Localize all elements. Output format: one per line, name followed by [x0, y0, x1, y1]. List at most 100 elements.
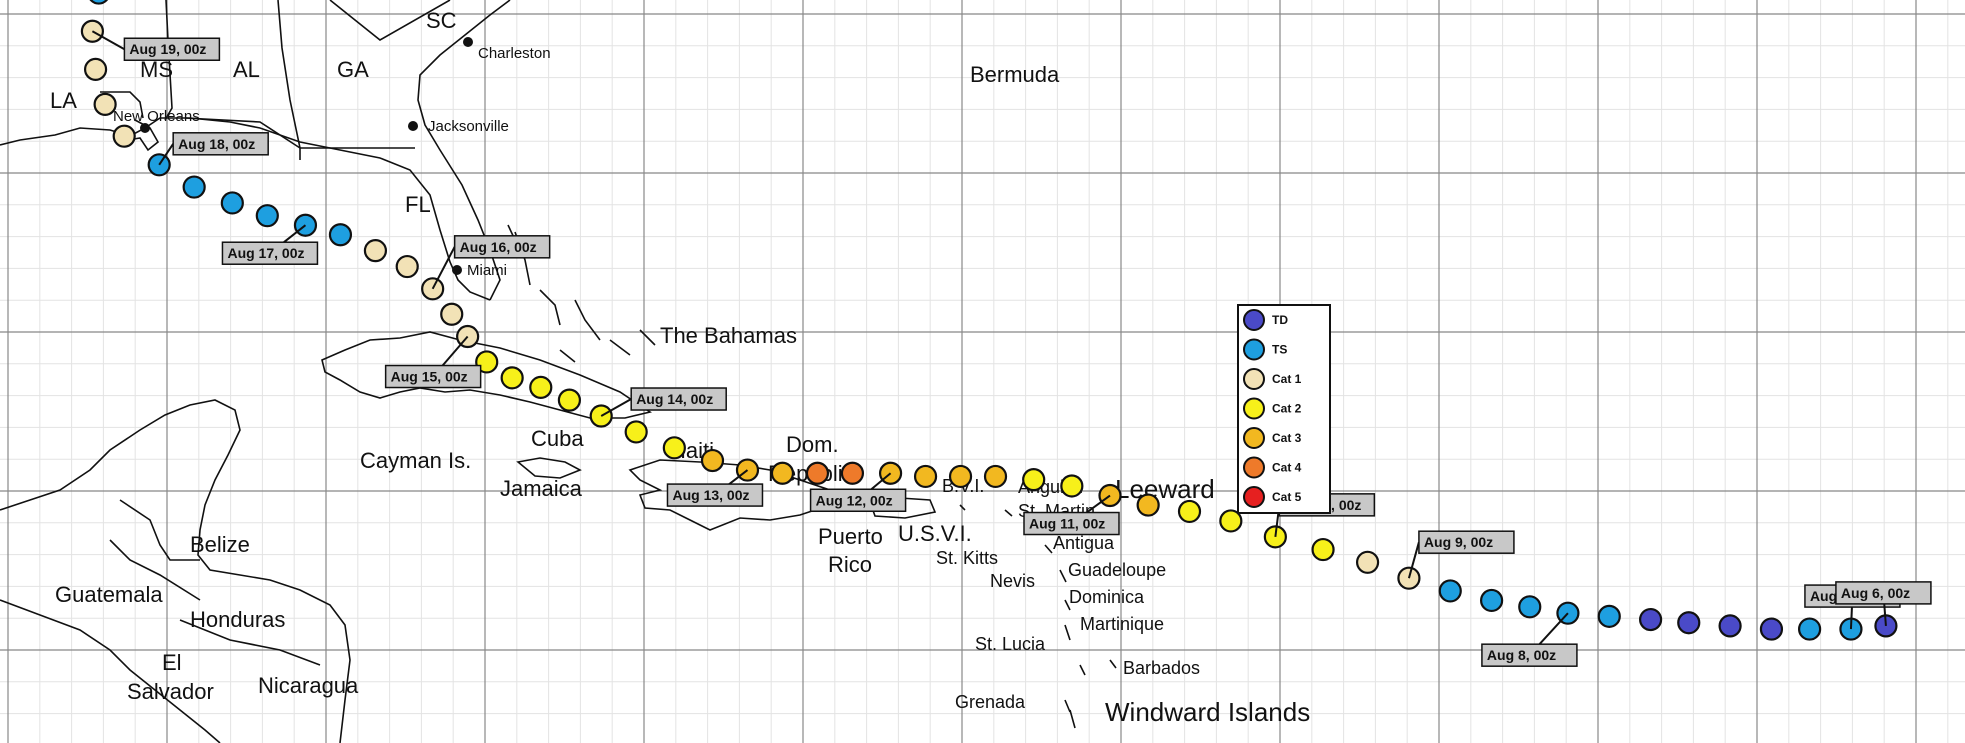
label-fl: FL — [405, 192, 431, 217]
date-label-text: Aug 9, 00z — [1424, 534, 1493, 550]
date-label-box — [1481, 643, 1578, 667]
track-point — [557, 388, 582, 412]
legend-swatch — [1243, 309, 1265, 331]
bahamas-islands — [507, 224, 656, 363]
track-point — [1718, 614, 1742, 638]
label-bermuda: Bermuda — [970, 62, 1060, 87]
date-label-text: Aug 6, 00z — [1841, 585, 1910, 601]
track-point — [1136, 493, 1160, 517]
date-label-box — [1418, 530, 1515, 554]
date-label-box — [453, 235, 551, 259]
legend-label: TD — [1272, 313, 1288, 327]
track-point — [1638, 607, 1663, 632]
date-leader-line — [600, 398, 632, 417]
label-bahamas: The Bahamas — [660, 323, 797, 348]
track-point — [395, 254, 419, 279]
date-label-box — [123, 37, 221, 61]
track-point — [624, 420, 648, 444]
legend-label: Cat 4 — [1272, 461, 1302, 475]
track-point — [1438, 579, 1462, 603]
track-point — [363, 239, 388, 263]
label-guadeloupe: Guadeloupe — [1068, 560, 1166, 580]
date-label-text: Aug 11, 00z — [1029, 516, 1105, 532]
date-label-box — [809, 488, 907, 513]
label-al: AL — [233, 57, 260, 82]
track-point — [93, 92, 117, 116]
label-antigua: Antigua — [1053, 533, 1115, 553]
pacific-coast — [0, 599, 221, 743]
label-dom: Dom. — [786, 432, 839, 457]
label-belize: Belize — [190, 532, 250, 557]
date-label-text: Aug 15, 00z — [391, 369, 468, 385]
storm-track — [80, 0, 1898, 641]
legend-swatch — [1243, 486, 1265, 508]
track-point — [1311, 537, 1335, 562]
label-rico: Rico — [828, 552, 872, 577]
track-point — [805, 461, 830, 485]
track-point — [770, 461, 795, 485]
track-point — [89, 0, 109, 5]
label-honduras: Honduras — [190, 607, 285, 632]
ga-sc-border — [329, 0, 451, 41]
date-leader-line — [1407, 541, 1420, 579]
date-label-text: Aug 8, 00z — [1487, 647, 1556, 663]
track-point — [1597, 604, 1621, 628]
label-cayman: Cayman Is. — [360, 448, 471, 473]
label-jacksonville: Jacksonville — [428, 118, 509, 135]
legend-label: Cat 1 — [1272, 372, 1302, 386]
date-label-text: Aug 17, 00z — [227, 245, 304, 261]
label-st-kitts: St. Kitts — [936, 548, 998, 568]
track-point — [1022, 468, 1046, 492]
label-jamaica: Jamaica — [500, 476, 583, 501]
label-charleston: Charleston — [478, 45, 551, 62]
label-miami: Miami — [467, 262, 507, 279]
track-point — [83, 57, 108, 82]
track-point — [220, 191, 244, 215]
label-usvi: U.S.V.I. — [898, 521, 972, 546]
date-leader-line — [158, 143, 175, 166]
date-label-text: Aug 16, 00z — [460, 239, 537, 255]
track-point — [1518, 595, 1542, 619]
track-point — [700, 448, 725, 473]
track-point — [182, 175, 206, 199]
charleston-dot — [463, 37, 473, 47]
label-guatemala: Guatemala — [55, 582, 163, 607]
track-point — [1797, 617, 1822, 641]
track-point — [328, 223, 353, 247]
jamaica-outline — [516, 457, 582, 479]
label-windward: Windward Islands — [1105, 697, 1310, 727]
track-point — [840, 461, 865, 485]
city-markers — [140, 37, 473, 275]
track-point — [1177, 499, 1202, 524]
miami-dot — [452, 265, 462, 275]
label-la: LA — [50, 88, 77, 113]
label-puerto: Puerto — [818, 524, 883, 549]
new-orleans-dot — [140, 123, 150, 133]
date-label-text: Aug 12, 00z — [816, 492, 893, 508]
date-label-text: Aug 18, 00z — [178, 136, 255, 152]
central-america-border — [109, 499, 321, 666]
track-point — [112, 124, 136, 148]
date-label-text: Aug 14, 00z — [636, 391, 713, 407]
la-ms-border — [100, 91, 144, 119]
track-point — [948, 464, 973, 489]
label-dominica: Dominica — [1069, 587, 1145, 607]
track-point — [475, 350, 499, 374]
label-sc: SC — [426, 8, 457, 33]
date-label-box — [221, 241, 319, 265]
track-point — [983, 464, 1008, 489]
label-cuba: Cuba — [531, 426, 584, 451]
date-label-box — [630, 387, 727, 411]
legend-label: TS — [1272, 343, 1287, 357]
label-st-lucia: St. Lucia — [975, 634, 1046, 654]
date-label-text: Aug 19, 00z — [129, 41, 206, 57]
jacksonville-dot — [408, 121, 418, 131]
legend-label: Cat 5 — [1272, 490, 1302, 504]
yucatan-coast — [0, 399, 351, 743]
track-point — [440, 302, 464, 326]
track-point — [662, 436, 686, 460]
date-leader-line — [91, 30, 125, 51]
legend-swatch — [1243, 338, 1265, 361]
